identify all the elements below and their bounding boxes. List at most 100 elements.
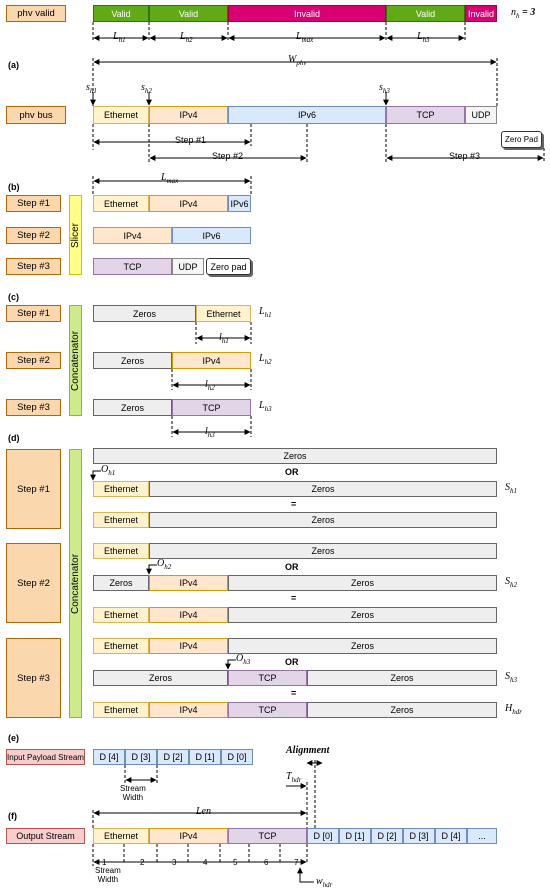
- section-f-label: (f): [8, 811, 17, 821]
- d3b-zeros: Zeros: [307, 670, 497, 686]
- d2r-ethernet: Ethernet: [93, 607, 149, 623]
- bus-zero-pad: Zero Pad: [501, 131, 542, 148]
- c3-tcp: TCP: [172, 399, 251, 416]
- d2-eq: =: [291, 593, 297, 603]
- bus-tcp: TCP: [386, 106, 465, 124]
- d3r-zeros: Zeros: [307, 702, 497, 718]
- b-step2-label: Step #2: [6, 227, 61, 244]
- phv-bus-label: phv bus: [6, 106, 66, 124]
- c2-ipv4: IPv4: [172, 352, 251, 369]
- c-lh3-label: Lh3: [259, 400, 272, 413]
- section-d-label: (d): [8, 433, 20, 443]
- in-d0: D [0]: [221, 749, 253, 765]
- d2b-zeros-left: Zeros: [93, 575, 149, 591]
- c3-zeros: Zeros: [93, 399, 172, 416]
- nh-equation: nh = 3: [511, 7, 536, 20]
- d1-zeros-full: Zeros: [93, 448, 497, 464]
- b2-ipv4: IPv4: [93, 227, 172, 244]
- bus-ipv6: IPv6: [228, 106, 386, 124]
- thdr-label: Thdr: [286, 771, 302, 784]
- d3r-ipv4: IPv4: [149, 702, 228, 718]
- out-d3: D [3]: [403, 828, 435, 844]
- d-sh1-label: Sh1: [505, 482, 517, 495]
- out-d2: D [2]: [371, 828, 403, 844]
- alignment-label: Alignment: [286, 745, 330, 756]
- invalid-segment-2: Invalid: [465, 5, 497, 22]
- b-step3-label: Step #3: [6, 258, 61, 275]
- d-step2-label: Step #2: [6, 543, 61, 623]
- invalid-segment-1: Invalid: [228, 5, 386, 22]
- d3a-ipv4: IPv4: [149, 638, 228, 654]
- b-step1-label: Step #1: [6, 195, 61, 212]
- d-oh2-label: Oh2: [157, 558, 172, 571]
- d1-or: OR: [285, 467, 299, 477]
- d3b-tcp: TCP: [228, 670, 307, 686]
- b3-udp: UDP: [172, 258, 204, 275]
- b3-zero-pad: Zero pad: [206, 258, 251, 275]
- in-d4: D [4]: [93, 749, 125, 765]
- d3a-zeros: Zeros: [228, 638, 497, 654]
- d3a-ethernet: Ethernet: [93, 638, 149, 654]
- b1-ipv4: IPv4: [149, 195, 228, 212]
- out-d4: D [4]: [435, 828, 467, 844]
- input-payload-stream-label: Input Payload Stream: [6, 749, 85, 765]
- d3r-tcp: TCP: [228, 702, 307, 718]
- d-step1-label: Step #1: [6, 449, 61, 529]
- d1r-ethernet: Ethernet: [93, 512, 149, 528]
- d-sh3-label: Sh3: [505, 671, 517, 684]
- out-ellipsis: ...: [467, 828, 497, 844]
- bus-udp: UDP: [465, 106, 497, 124]
- d1-ethernet: Ethernet: [93, 481, 149, 497]
- d3-or: OR: [285, 657, 299, 667]
- d2b-zeros: Zeros: [228, 575, 497, 591]
- d3-eq: =: [291, 688, 297, 698]
- b2-ipv6: IPv6: [172, 227, 251, 244]
- in-d3: D [3]: [125, 749, 157, 765]
- out-ipv4: IPv4: [149, 828, 228, 844]
- b1-ethernet: Ethernet: [93, 195, 149, 212]
- d2a-ethernet: Ethernet: [93, 543, 149, 559]
- out-ethernet: Ethernet: [93, 828, 149, 844]
- d3b-zeros-left: Zeros: [93, 670, 228, 686]
- c-step2-label: Step #2: [6, 352, 61, 369]
- valid-segment-2: Valid: [149, 5, 228, 22]
- d-hhdr-label: Hhdr: [505, 703, 522, 716]
- d1-zeros: Zeros: [149, 481, 497, 497]
- d-sh2-label: Sh2: [505, 576, 517, 589]
- bus-ipv4: IPv4: [149, 106, 228, 124]
- in-d1: D [1]: [189, 749, 221, 765]
- section-c-label: (c): [8, 292, 19, 302]
- out-d1: D [1]: [339, 828, 371, 844]
- out-tcp: TCP: [228, 828, 307, 844]
- d-oh1-label: Oh1: [101, 464, 116, 477]
- d-oh3-label: Oh3: [236, 653, 251, 666]
- section-b-label: (b): [8, 182, 20, 192]
- d1-eq: =: [291, 499, 297, 509]
- c2-zeros: Zeros: [93, 352, 172, 369]
- in-d2: D [2]: [157, 749, 189, 765]
- d3r-ethernet: Ethernet: [93, 702, 149, 718]
- d2-or: OR: [285, 562, 299, 572]
- d2r-ipv4: IPv4: [149, 607, 228, 623]
- c-lh1-label: Lh1: [259, 306, 272, 319]
- d2r-zeros: Zeros: [228, 607, 497, 623]
- c-step3-label: Step #3: [6, 399, 61, 416]
- section-e-label: (e): [8, 733, 19, 743]
- out-d0: D [0]: [307, 828, 339, 844]
- b1-ipv6: IPv6: [228, 195, 251, 212]
- valid-segment-1: Valid: [93, 5, 149, 22]
- output-stream-label: Output Stream: [6, 828, 85, 844]
- whdr-label: whdr: [316, 876, 333, 889]
- c1-ethernet: Ethernet: [196, 305, 251, 322]
- valid-segment-3: Valid: [386, 5, 465, 22]
- c-lh2-label: Lh2: [259, 353, 272, 366]
- d-step3-label: Step #3: [6, 638, 61, 718]
- sh3-label: sh3: [379, 82, 390, 95]
- d1r-zeros: Zeros: [149, 512, 497, 528]
- phv-valid-label: phv valid: [6, 5, 66, 22]
- section-a-label: (a): [8, 60, 19, 70]
- c-step1-label: Step #1: [6, 305, 61, 322]
